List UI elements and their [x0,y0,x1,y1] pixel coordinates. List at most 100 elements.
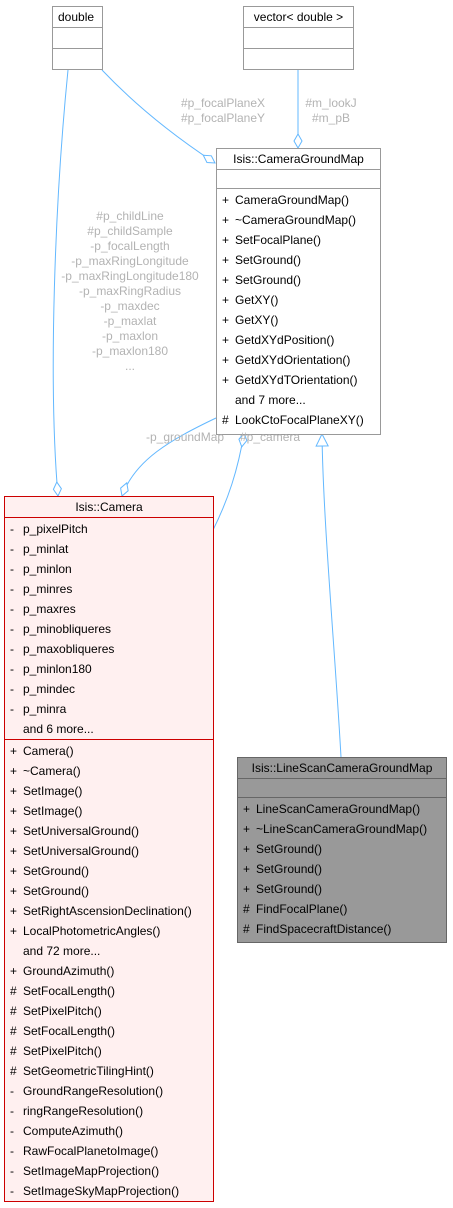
member-row[interactable]: #LookCtoFocalPlaneXY() [217,410,380,430]
member-row[interactable]: +Camera() [5,741,213,761]
member-row[interactable]: +GetdXYdTOrientation() [217,370,380,390]
member-row[interactable]: -p_pixelPitch [5,519,213,539]
member-row[interactable]: -p_mindec [5,679,213,699]
class-node-double[interactable]: double [52,6,103,70]
member-row[interactable]: -p_minlon180 [5,659,213,679]
member-row[interactable]: #SetPixelPitch() [5,1001,213,1021]
member-row[interactable]: -RawFocalPlanetoImage() [5,1141,213,1161]
member-row[interactable]: -ComputeAzimuth() [5,1121,213,1141]
member-row[interactable]: -SetImageMapProjection() [5,1161,213,1181]
member-row[interactable]: +SetGround() [217,270,380,290]
member-row[interactable]: +GroundAzimuth() [5,961,213,981]
member-row[interactable]: +SetRightAscensionDeclination() [5,901,213,921]
member-row[interactable]: + CameraGroundMap() [217,190,380,210]
attributes-section [53,28,102,49]
member-row[interactable]: +SetGround() [238,839,446,859]
more-members-row[interactable]: and 6 more... [5,719,213,739]
member-row[interactable]: -ringRangeResolution() [5,1101,213,1121]
visibility-marker: - [10,1104,14,1118]
member-row[interactable]: +~LineScanCameraGroundMap() [238,819,446,839]
edge-label-line: -p_maxlon [101,329,159,343]
member-row[interactable]: #SetFocalLength() [5,981,213,1001]
member-row[interactable]: +GetXY() [217,290,380,310]
edge-label-line: -p_maxRingLongitude180 [61,269,199,283]
member-label: p_minra [23,702,67,716]
class-node-camera[interactable]: Isis::Camera -p_pixelPitch-p_minlat-p_mi… [4,496,214,1202]
visibility-marker: - [10,662,14,676]
edge-cgm-to-camera [120,417,217,497]
class-node-line-scan-camera-ground-map[interactable]: Isis::LineScanCameraGroundMap +LineScanC… [237,757,447,943]
member-row[interactable]: +SetFocalPlane() [217,230,380,250]
member-row[interactable]: +SetGround() [238,879,446,899]
member-row[interactable]: +LocalPhotometricAngles() [5,921,213,941]
member-row[interactable]: #FindSpacecraftDistance() [238,919,446,939]
edge-label-line: ... [124,359,135,373]
member-row[interactable]: #FindFocalPlane() [238,899,446,919]
member-row[interactable]: -p_minlon [5,559,213,579]
member-row[interactable]: +GetXY() [217,310,380,330]
class-node-vector[interactable]: vector< double > [243,6,354,70]
member-row[interactable]: +SetImage() [5,801,213,821]
visibility-marker: + [10,824,18,838]
visibility-marker: - [10,1144,14,1158]
member-row[interactable]: +GetdXYdOrientation() [217,350,380,370]
member-row[interactable]: +SetGround() [5,861,213,881]
visibility-marker: + [222,373,230,387]
more-members-row[interactable]: and 72 more... [5,941,213,961]
visibility-marker: + [243,862,251,876]
member-label: p_mindec [23,682,76,696]
member-row[interactable]: + SetGround() [5,881,213,901]
member-row[interactable]: +LineScanCameraGroundMap() [238,799,446,819]
member-row[interactable]: #SetGeometricTilingHint() [5,1061,213,1081]
visibility-marker: - [10,702,14,716]
member-label: SetGround() [23,884,90,898]
visibility-marker: - [10,602,14,616]
visibility-marker: + [243,882,251,896]
member-row[interactable]: +SetGround() [238,859,446,879]
member-row[interactable]: +~Camera() [5,761,213,781]
member-label: CameraGroundMap() [235,193,350,207]
attributes-section [244,28,353,49]
visibility-marker: - [10,1184,14,1198]
visibility-marker: - [10,562,14,576]
edge-label-line: -p_maxRingRadius [78,284,182,298]
member-row[interactable]: #SetPixelPitch() [5,1041,213,1061]
visibility-marker: + [222,193,230,207]
member-row[interactable]: +SetUniversalGround() [5,821,213,841]
member-label: and 7 more... [235,393,306,407]
member-row[interactable]: -p_minobliqueres [5,619,213,639]
member-row[interactable]: +~CameraGroundMap() [217,210,380,230]
methods-section [53,49,102,70]
visibility-marker: + [10,884,18,898]
member-row[interactable]: +SetGround() [217,250,380,270]
edge-label-line: -p_maxlat [103,314,157,328]
member-label: RawFocalPlanetoImage() [23,1144,159,1158]
edge-label-double-to-camera: #p_childLine#p_childSample-p_focalLength… [50,209,210,374]
visibility-marker: - [10,582,14,596]
member-label: ringRangeResolution() [23,1104,144,1118]
member-row[interactable]: -p_minlat [5,539,213,559]
member-label: SetFocalLength() [23,984,116,998]
member-row[interactable]: +GetdXYdPosition() [217,330,380,350]
member-row[interactable]: -GroundRangeResolution() [5,1081,213,1101]
member-row[interactable]: +SetUniversalGround() [5,841,213,861]
member-row[interactable]: -p_minra [5,699,213,719]
node-title: Isis::LineScanCameraGroundMap [238,758,446,779]
more-members-row[interactable]: and 7 more... [217,390,380,410]
member-row[interactable]: -SetImageSkyMapProjection() [5,1181,213,1201]
visibility-marker: # [243,922,250,936]
class-node-camera-ground-map[interactable]: Isis::CameraGroundMap +CameraGroundMap()… [216,148,381,435]
edge-label-line: #m_lookJ [305,96,357,110]
edge-camera-to-cgm [212,432,248,531]
visibility-marker: - [10,522,14,536]
member-row[interactable]: -p_minres [5,579,213,599]
member-row[interactable]: #SetFocalLength() [5,1021,213,1041]
visibility-marker: - [10,1164,14,1178]
member-label: p_minlon180 [23,662,92,676]
member-row[interactable]: -p_maxres [5,599,213,619]
edge-label-line: #p_childLine [96,209,164,223]
member-row[interactable]: +SetImage() [5,781,213,801]
edge-label-focal-plane: #p_focalPlaneX #p_focalPlaneY [168,96,278,126]
edge-label-look: #m_lookJ #m_pB [296,96,366,126]
member-row[interactable]: -p_maxobliqueres [5,639,213,659]
